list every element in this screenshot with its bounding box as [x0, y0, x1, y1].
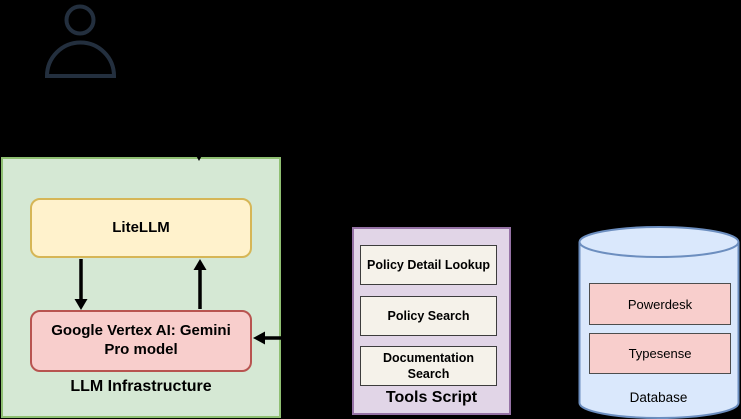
person-icon: [44, 4, 117, 78]
vertex-gemini-node: Google Vertex AI: Gemini Pro model: [30, 310, 252, 372]
llm-infrastructure-label: LLM Infrastructure: [70, 378, 212, 395]
powerdesk-label: Powerdesk: [627, 296, 693, 312]
litellm-label: LiteLLM: [112, 218, 170, 236]
litellm-node: LiteLLM: [30, 198, 252, 258]
tool-policy-detail-lookup: Policy Detail Lookup: [360, 245, 497, 285]
database-label: Database: [629, 390, 688, 405]
tool-documentation-search: Documentation Search: [360, 346, 497, 386]
database-item-powerdesk: Powerdesk: [589, 283, 731, 325]
vertex-gemini-label: Google Vertex AI: Gemini Pro model: [51, 322, 231, 358]
tool-policy-search: Policy Search: [360, 296, 497, 336]
tools-script-label: Tools Script: [385, 389, 478, 406]
database-item-typesense: Typesense: [589, 333, 731, 374]
tool-policy-search-label: Policy Search: [387, 308, 470, 323]
tool-documentation-search-label: Documentation Search: [383, 350, 474, 381]
tool-policy-detail-lookup-label: Policy Detail Lookup: [367, 257, 490, 272]
typesense-label: Typesense: [628, 346, 692, 361]
